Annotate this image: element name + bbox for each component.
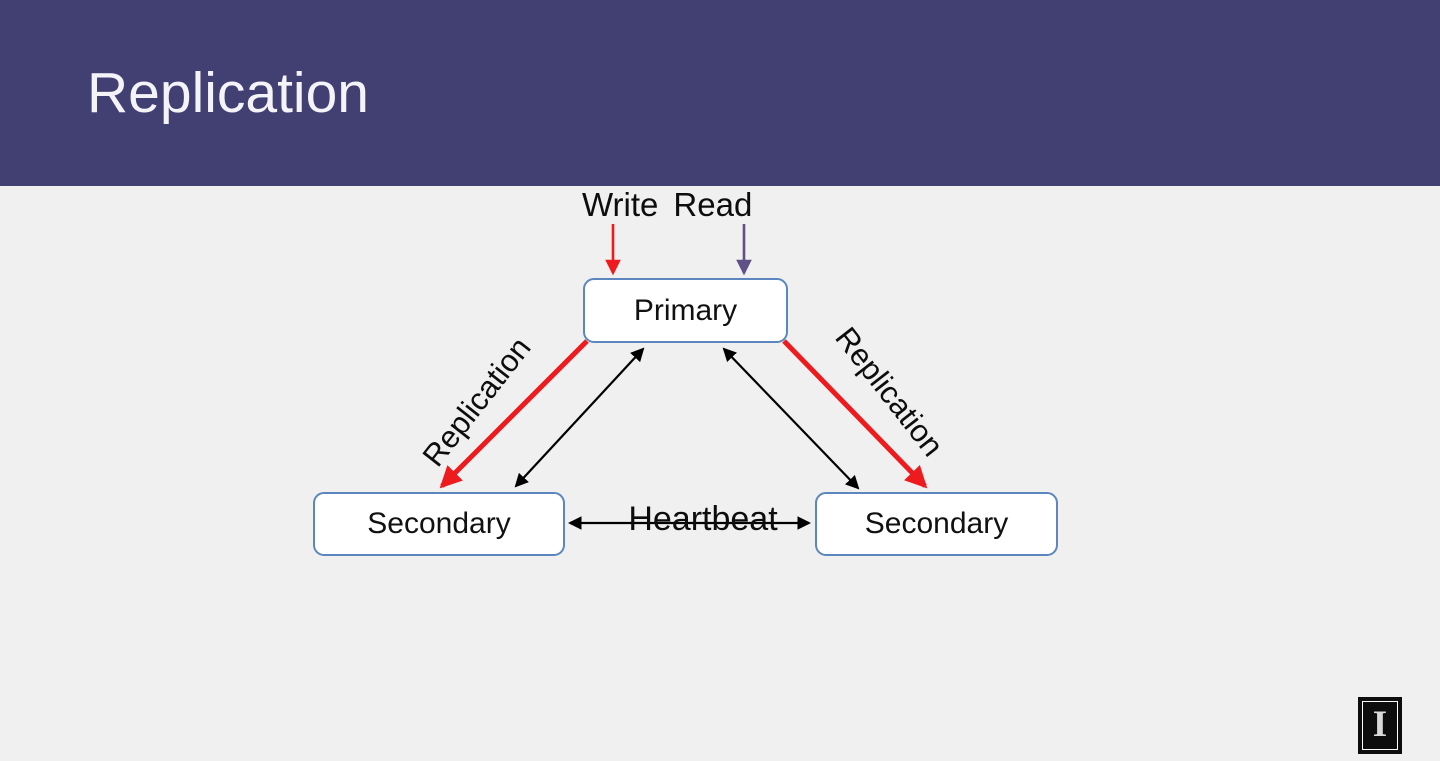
university-logo: I: [1358, 697, 1402, 754]
secondary-node-right-label: Secondary: [864, 507, 1009, 540]
title-bar: Replication: [0, 0, 1440, 186]
heartbeat-label: Heartbeat: [628, 500, 778, 538]
sync-arrow-left: [514, 347, 645, 488]
replication-label-right: Replication: [828, 320, 951, 463]
secondary-node-left: Secondary: [313, 492, 565, 556]
secondary-node-left-label: Secondary: [367, 507, 511, 540]
primary-node: Primary: [583, 278, 788, 343]
slide-title: Replication: [87, 61, 369, 125]
write-label: Write: [582, 186, 659, 223]
sync-arrow-right: [722, 347, 860, 490]
university-logo-frame: I: [1362, 701, 1398, 750]
block-i-icon: I: [1372, 704, 1388, 745]
primary-node-label: Primary: [633, 293, 738, 327]
secondary-node-right: Secondary: [815, 492, 1058, 556]
client-ops-labels: Write Read: [582, 186, 752, 224]
read-label: Read: [673, 186, 753, 223]
replication-label-left: Replication: [415, 330, 538, 473]
